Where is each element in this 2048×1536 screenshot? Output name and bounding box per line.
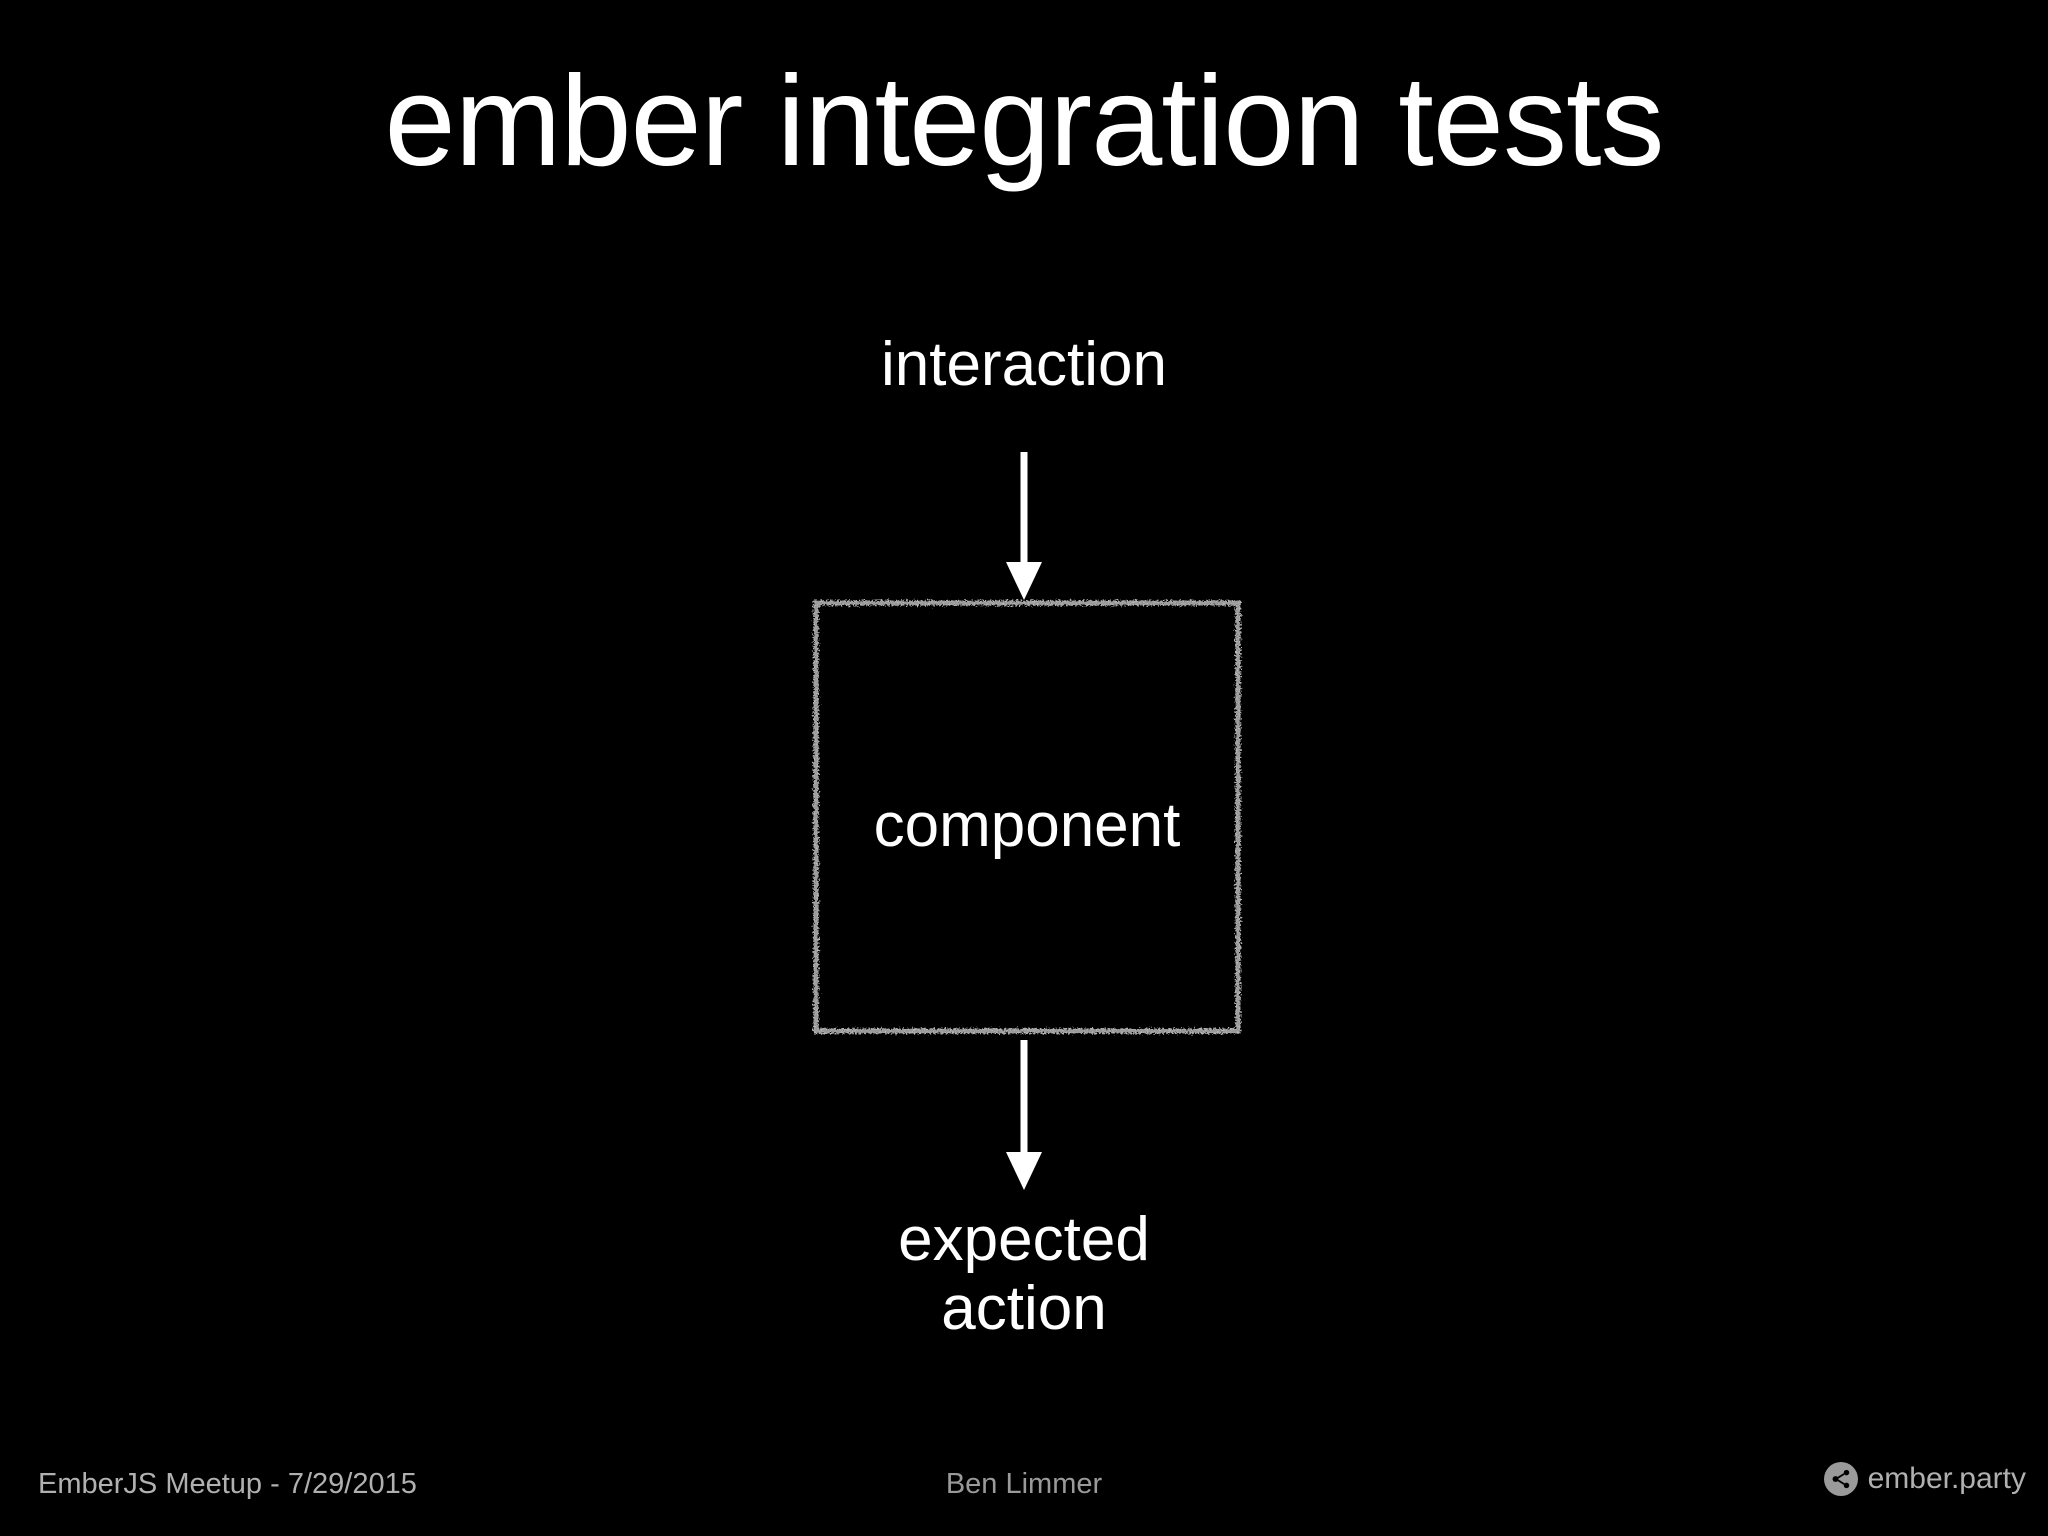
slide-footer: EmberJS Meetup - 7/29/2015 Ben Limmer em…	[0, 1440, 2048, 1536]
arrow-component-to-expected-action	[1006, 1040, 1042, 1190]
footer-brand[interactable]: ember.party	[1823, 1462, 2026, 1496]
arrow-interaction-to-component	[1006, 452, 1042, 600]
component-box	[812, 599, 1242, 1035]
share-icon	[1823, 1462, 1858, 1496]
expected-action-line-2: action	[941, 1274, 1107, 1344]
footer-presenter-name: Ben Limmer	[945, 1468, 1103, 1500]
page-title: ember integration tests	[384, 50, 1665, 193]
diagram-node-component-label: component	[873, 791, 1181, 860]
expected-action-line-1: expected	[898, 1205, 1150, 1274]
diagram-node-expected-action: expected action	[764, 1205, 1284, 1344]
footer-event-info: EmberJS Meetup - 7/29/2015	[38, 1468, 417, 1500]
diagram-node-interaction: interaction	[880, 330, 1168, 399]
footer-brand-label: ember.party	[1867, 1462, 2026, 1495]
